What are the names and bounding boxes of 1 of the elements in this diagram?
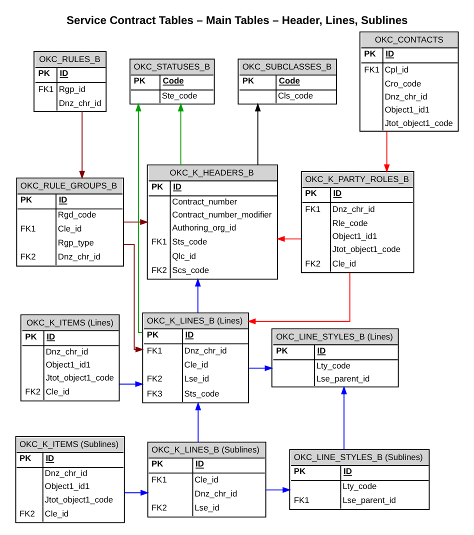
diagram-title: Service Contract Tables – Main Tables – Header, Lines, Sublines: [66, 15, 408, 28]
